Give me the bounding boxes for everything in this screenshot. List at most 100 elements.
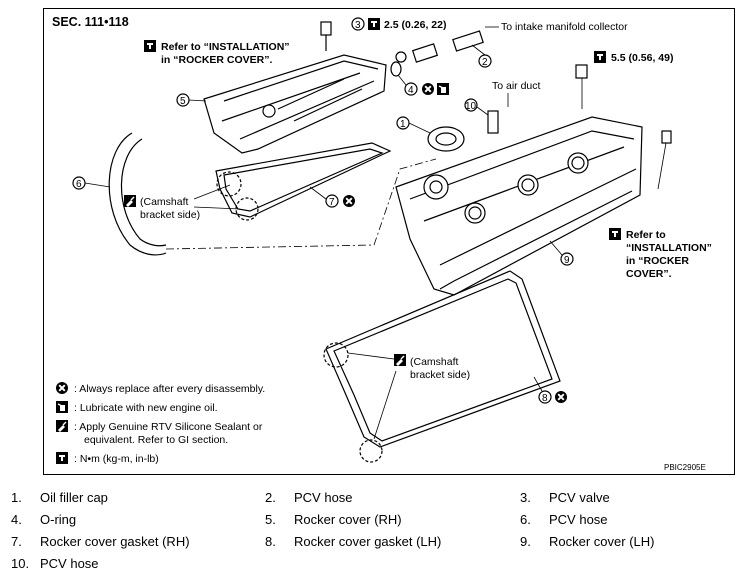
parts-list: 1. Oil filler cap 2. PCV hose 3. PCV val… xyxy=(0,486,738,576)
legend-replace: : Always replace after every disassembly… xyxy=(74,383,265,395)
part-number: 10. xyxy=(11,556,30,571)
leader-6 xyxy=(84,182,111,188)
part-number: 4. xyxy=(11,512,22,527)
legend-sealant-line2: equivalent. Refer to GI section. xyxy=(84,434,228,446)
callout-3-circle xyxy=(351,17,365,31)
leader-7 xyxy=(309,186,327,200)
bolt-right xyxy=(575,64,588,79)
camshaft-lh-leaders xyxy=(347,352,397,440)
x-circle-icon xyxy=(421,82,435,96)
camshaft-lh-line1: (Camshaft xyxy=(410,356,459,368)
camshaft-circle-rh-1 xyxy=(216,171,242,197)
o-ring xyxy=(390,61,402,77)
callout-9-number: 9 xyxy=(564,255,570,266)
sealant-tube-icon xyxy=(123,194,137,208)
pcv-valve xyxy=(395,43,439,63)
oil-filler-cap-inner xyxy=(435,132,457,146)
part-number: 7. xyxy=(11,534,22,549)
callout-8-number: 8 xyxy=(542,393,548,404)
part-label: Rocker cover (RH) xyxy=(294,512,402,527)
part-label: Rocker cover gasket (RH) xyxy=(40,534,190,549)
pcv-hose-2 xyxy=(452,30,484,52)
part-label: PCV hose xyxy=(294,490,353,505)
part-label: Rocker cover (LH) xyxy=(549,534,655,549)
callout-9-circle xyxy=(560,252,574,266)
callout-4-circle xyxy=(404,82,418,96)
callout-3-number: 3 xyxy=(355,20,361,31)
torque-wrench-icon xyxy=(594,51,606,63)
camshaft-rh-line1: (Camshaft xyxy=(140,196,189,208)
camshaft-rh-leaders xyxy=(193,184,241,210)
leader-5 xyxy=(188,99,207,102)
callout-1-number: 1 xyxy=(400,119,406,130)
camshaft-circle-rh-2 xyxy=(235,197,259,221)
callout-4-number: 4 xyxy=(408,85,414,96)
callout-8-circle xyxy=(538,390,552,404)
oil-can-icon xyxy=(55,400,69,414)
hose-route-line xyxy=(165,158,437,250)
to-air-duct-label: To air duct xyxy=(492,80,541,92)
gasket-lh xyxy=(325,270,561,448)
part-label: PCV valve xyxy=(549,490,610,505)
refer-right-line4: COVER”. xyxy=(626,268,672,280)
callout-10-circle xyxy=(464,98,478,112)
callout-2-number: 2 xyxy=(482,57,488,68)
part-number: 3. xyxy=(520,490,531,505)
callout-7-number: 7 xyxy=(329,197,335,208)
gasket-rh xyxy=(215,142,392,218)
torque-wrench-icon xyxy=(144,40,156,52)
leader-10 xyxy=(476,106,489,116)
figure-code: PBIC2905E xyxy=(664,463,706,472)
camshaft-circle-lh-2 xyxy=(359,439,383,463)
rocker-cover-lh xyxy=(395,116,643,296)
legend: : Always replace after every disassembly… xyxy=(55,381,265,465)
legend-lubricate: : Lubricate with new engine oil. xyxy=(74,402,218,414)
leader-2 xyxy=(471,44,486,56)
camshaft-rh-line2: bracket side) xyxy=(140,209,200,221)
part-label: Rocker cover gasket (LH) xyxy=(294,534,442,549)
bolt-far-right xyxy=(661,130,672,144)
part-label: PCV hose xyxy=(549,512,608,527)
pcv-hose-10 xyxy=(487,110,499,134)
leader-1 xyxy=(408,122,431,134)
diagram-canvas: SEC. 111•118 Refer to “INSTALLATION” in … xyxy=(52,15,712,472)
leader-8 xyxy=(533,376,543,392)
part-label: O-ring xyxy=(40,512,77,527)
bolt-top xyxy=(320,21,332,36)
x-circle-icon xyxy=(342,194,356,208)
part-number: 5. xyxy=(265,512,276,527)
torque-bolt-value: 5.5 (0.56, 49) xyxy=(611,52,673,64)
leader-4 xyxy=(397,74,407,86)
bolt-far-right-shank xyxy=(657,142,667,190)
torque-wrench-icon xyxy=(368,18,380,30)
callout-10-number: 10 xyxy=(465,101,477,112)
part-label: Oil filler cap xyxy=(40,490,108,505)
exploded-diagram: SEC. 111•118 Refer to “INSTALLATION” in … xyxy=(43,8,735,475)
refer-right-line3: in “ROCKER xyxy=(626,255,689,267)
leader-9 xyxy=(549,240,563,256)
refer-rocker-line2: in “ROCKER COVER”. xyxy=(161,54,273,66)
sealant-tube-icon xyxy=(55,419,69,433)
part-number: 1. xyxy=(11,490,22,505)
callout-5-number: 5 xyxy=(180,96,186,107)
callout-6-number: 6 xyxy=(76,179,82,190)
legend-sealant-line1: : Apply Genuine RTV Silicone Sealant or xyxy=(74,421,263,433)
torque-wrench-icon xyxy=(56,452,68,464)
part-number: 2. xyxy=(265,490,276,505)
to-intake-label: To intake manifold collector xyxy=(501,21,628,33)
legend-torque-units: : N•m (kg-m, in-lb) xyxy=(74,453,159,465)
camshaft-circle-lh-1 xyxy=(323,342,349,368)
x-circle-icon xyxy=(554,390,568,404)
part-number: 6. xyxy=(520,512,531,527)
part-number: 9. xyxy=(520,534,531,549)
oil-can-icon xyxy=(436,82,450,96)
refer-right-line2: “INSTALLATION” xyxy=(626,242,712,254)
x-circle-icon xyxy=(55,381,69,395)
pcv-hose-6-a xyxy=(108,132,167,256)
refer-rocker-line1: Refer to “INSTALLATION” xyxy=(161,41,290,53)
callout-7-circle xyxy=(325,194,339,208)
part-number: 8. xyxy=(265,534,276,549)
refer-right-line1: Refer to xyxy=(626,229,666,241)
torque-wrench-icon xyxy=(609,228,621,240)
camshaft-lh-line2: bracket side) xyxy=(410,369,470,381)
